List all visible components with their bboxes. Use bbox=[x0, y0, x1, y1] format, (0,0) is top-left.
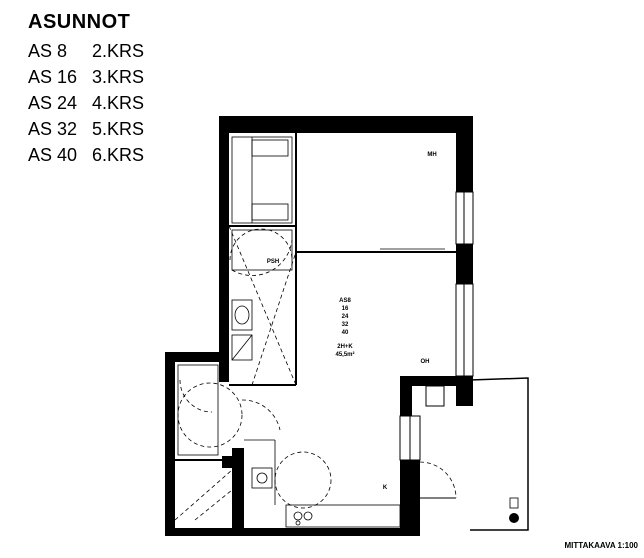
legend-apartment: AS 16 bbox=[28, 67, 78, 87]
legend-row: AS 32 5.KRS bbox=[28, 116, 144, 142]
interior-walls bbox=[175, 133, 456, 461]
balcony-door bbox=[419, 461, 457, 499]
legend-row: AS 40 6.KRS bbox=[28, 142, 144, 168]
unit-area: 45,5m² bbox=[335, 352, 355, 358]
unit-type: 2H+K bbox=[337, 344, 353, 350]
balcony-drain bbox=[509, 513, 519, 523]
room-label-bedroom: MH bbox=[427, 152, 437, 158]
unit-info: AS8 16 24 32 40 2H+K 45,5m² bbox=[330, 297, 360, 359]
legend-apartment: AS 8 bbox=[28, 41, 68, 61]
legend-floor: 3.KRS bbox=[92, 67, 145, 87]
scale-label: MITTAKAAVA 1:100 bbox=[564, 541, 639, 550]
legend-apartment: AS 24 bbox=[28, 93, 78, 113]
room-label-living: OH bbox=[420, 359, 430, 365]
door-swings bbox=[174, 225, 332, 521]
room-label-kitchen: K bbox=[382, 485, 388, 491]
unit-apartment-number: 32 bbox=[341, 322, 349, 328]
legend-apartment: AS 40 bbox=[28, 145, 78, 165]
unit-apartment-number: 16 bbox=[341, 306, 349, 312]
unit-apartment-number: 40 bbox=[341, 330, 349, 336]
legend-apartment: AS 32 bbox=[28, 119, 78, 139]
legend-floor: 5.KRS bbox=[92, 119, 145, 139]
legend-title: ASUNNOT bbox=[28, 11, 131, 33]
legend-row: AS 24 4.KRS bbox=[28, 90, 144, 116]
room-label-bathroom: PSH bbox=[266, 259, 280, 265]
balcony bbox=[469, 377, 529, 531]
unit-apartment-number: 24 bbox=[341, 314, 349, 320]
exterior-walls bbox=[165, 116, 473, 536]
legend-floor: 2.KRS bbox=[92, 41, 145, 61]
legend-floor: 4.KRS bbox=[92, 93, 145, 113]
legend-row: AS 8 2.KRS bbox=[28, 38, 144, 64]
unit-apartment: AS8 bbox=[339, 298, 351, 304]
legend-floor: 6.KRS bbox=[92, 145, 145, 165]
legend-row: AS 16 3.KRS bbox=[28, 64, 144, 90]
windows bbox=[399, 191, 474, 461]
